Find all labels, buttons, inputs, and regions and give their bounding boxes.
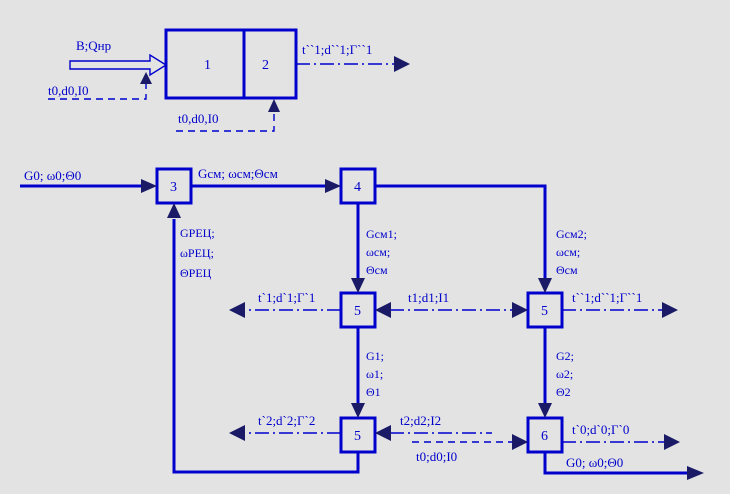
recirc-label-1: GРЕЦ; xyxy=(180,226,215,240)
g2-label-2: ω2; xyxy=(556,367,573,381)
gsm2-line xyxy=(375,184,547,279)
gsm2-label-3: Θсм xyxy=(556,263,578,277)
mid1-arrowhead-right xyxy=(512,302,528,318)
left1-arrowhead xyxy=(229,302,245,318)
ambient-label-3: t0;d0;I0 xyxy=(416,449,457,464)
fuel-input-label: B;Qнр xyxy=(76,38,111,53)
mix-label: Gсм; ωсм;Θсм xyxy=(198,166,278,181)
g1-label-2: ω1; xyxy=(366,367,383,381)
block-4-label: 4 xyxy=(354,180,361,195)
g1-label-3: Θ1 xyxy=(366,385,381,399)
block-5-lower-label: 5 xyxy=(354,429,361,444)
gsm1-label-1: Gсм1; xyxy=(366,227,397,241)
block-1-label: 1 xyxy=(204,58,211,73)
final-output-line xyxy=(543,452,688,475)
gsm2-arrowhead xyxy=(538,278,552,293)
ambient-arrowhead-1 xyxy=(140,72,152,84)
block-2-label: 2 xyxy=(262,58,269,73)
ambient-line-2 xyxy=(176,112,275,132)
ambient-label-1: t0,d0,I0 xyxy=(48,83,88,98)
mix-arrowhead xyxy=(325,179,341,193)
gsm1-label-2: ωсм; xyxy=(366,245,390,259)
block-1-2-frame xyxy=(164,28,298,100)
g2-label-3: Θ2 xyxy=(556,385,571,399)
top-output-label: t``1;d``1;Г``1 xyxy=(302,42,372,57)
mid2-label: t2;d2;I2 xyxy=(400,413,441,428)
ambient-line-1 xyxy=(48,82,147,100)
g0-input-arrowhead xyxy=(141,179,157,193)
right1-arrowhead xyxy=(662,302,678,318)
right1-label: t``1;d``1;Г``1 xyxy=(572,290,642,305)
gsm1-label-3: Θсм xyxy=(366,263,388,277)
block-6-label: 6 xyxy=(541,429,548,444)
top-output-arrowhead xyxy=(394,56,410,72)
recirc-label-2: ωРЕЦ; xyxy=(180,246,214,260)
final-output-arrowhead xyxy=(687,466,704,480)
ambient-arrowhead-2 xyxy=(268,99,280,112)
block-5-right-label: 5 xyxy=(541,304,548,319)
mid2-arrowhead-left xyxy=(375,425,391,441)
block-3-label: 3 xyxy=(170,180,177,195)
gsm1-arrowhead xyxy=(351,278,365,293)
gsm2-label-1: Gсм2; xyxy=(556,227,587,241)
right2-label: t`0;d`0;Г`0 xyxy=(572,422,629,437)
ambient-arrowhead-3 xyxy=(512,434,528,450)
g2-arrowhead xyxy=(538,403,552,418)
left1-label: t`1;d`1;Г`1 xyxy=(258,290,315,305)
right2-arrowhead xyxy=(664,434,680,450)
block-5-upper-label: 5 xyxy=(354,304,361,319)
g0-input-label: G0; ω0;Θ0 xyxy=(24,168,81,183)
g1-label-1: G1; xyxy=(366,349,384,363)
recirc-line xyxy=(172,219,360,474)
g2-label-1: G2; xyxy=(556,349,574,363)
ambient-label-2: t0,d0,I0 xyxy=(178,111,218,126)
fuel-input-arrow xyxy=(69,53,168,77)
recirc-label-3: ΘРЕЦ xyxy=(180,266,212,280)
mid1-label: t1;d1;I1 xyxy=(408,290,449,305)
g1-arrowhead xyxy=(351,403,365,418)
final-output-label: G0; ω0;Θ0 xyxy=(566,455,623,470)
left2-arrowhead xyxy=(229,425,245,441)
mid1-arrowhead-left xyxy=(375,302,391,318)
recirc-arrowhead xyxy=(167,203,181,218)
gsm2-label-2: ωсм; xyxy=(556,245,580,259)
left2-label: t`2;d`2;Г`2 xyxy=(258,413,315,428)
